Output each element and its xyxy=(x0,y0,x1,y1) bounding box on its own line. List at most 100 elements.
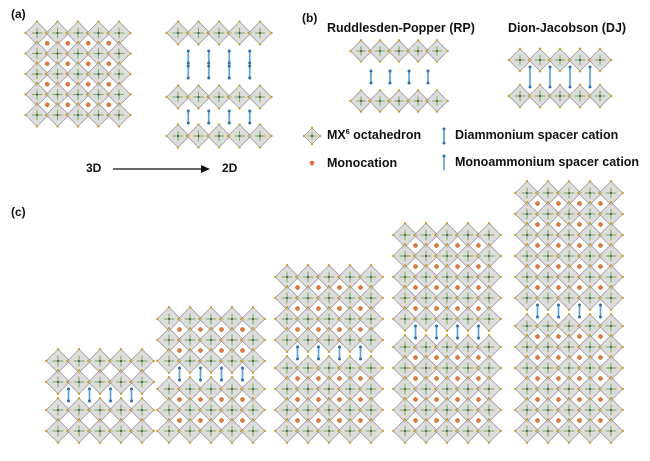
monocation-dot xyxy=(476,243,481,248)
monocation-dot xyxy=(577,222,582,227)
perovskite-3d-lattice xyxy=(24,20,132,128)
monocation-dot xyxy=(413,264,418,269)
monocation-dot xyxy=(337,418,342,423)
monocation-dot xyxy=(358,285,363,290)
monocation-dot xyxy=(434,418,439,423)
monocation-dot xyxy=(455,264,460,269)
monocation-dot xyxy=(85,102,91,108)
monocation-dot xyxy=(413,355,418,360)
monocation-dot xyxy=(476,376,481,381)
monocation-dot xyxy=(65,61,71,67)
monocation-dot xyxy=(434,306,439,311)
monocation-dot xyxy=(455,355,460,360)
monocation-dot xyxy=(240,397,245,402)
monocation-dot xyxy=(85,61,91,67)
monocation-dot xyxy=(476,264,481,269)
monocation-dot xyxy=(434,243,439,248)
monocation-dot xyxy=(598,418,603,423)
monocation-dot xyxy=(85,81,91,87)
rp-title: Ruddlesden-Popper (RP) xyxy=(327,21,475,35)
monocation-dot xyxy=(413,243,418,248)
monocation-dot xyxy=(177,348,182,353)
monocation-dot xyxy=(535,201,540,206)
monocation-dot xyxy=(358,397,363,402)
panel-label-a: (a) xyxy=(11,7,26,21)
monocation-dot xyxy=(219,418,224,423)
rp-structure xyxy=(349,39,449,113)
perovskite-2d-lattice xyxy=(165,20,273,149)
monocation-dot xyxy=(413,376,418,381)
monocation-dot xyxy=(44,81,50,87)
panel-c-structure-4 xyxy=(392,222,502,444)
panel-c-structure-5 xyxy=(514,180,624,444)
monocation-dot xyxy=(309,160,315,166)
monocation-dot xyxy=(240,418,245,423)
monocation-dot xyxy=(598,397,603,402)
monocation-dot xyxy=(577,376,582,381)
monocation-dot xyxy=(198,327,203,332)
monocation-dot xyxy=(577,397,582,402)
monocation-dot xyxy=(556,264,561,269)
monocation-dot xyxy=(598,243,603,248)
monocation-dot xyxy=(44,40,50,46)
monocation-dot xyxy=(240,327,245,332)
monocation-dot xyxy=(65,102,71,108)
monocation-dot xyxy=(535,397,540,402)
monocation-dot xyxy=(44,61,50,67)
monocation-dot xyxy=(556,376,561,381)
monocation-dot xyxy=(316,285,321,290)
monocation-dot xyxy=(476,306,481,311)
monocation-dot xyxy=(535,285,540,290)
legend-monoammonium-label: Monoammonium spacer cation xyxy=(455,155,640,169)
monocation-dot xyxy=(198,418,203,423)
monocation-dot xyxy=(219,397,224,402)
monocation-dot xyxy=(434,355,439,360)
monocation-dot xyxy=(577,243,582,248)
monocation-dot xyxy=(455,285,460,290)
label-3d: 3D xyxy=(86,161,102,175)
monocation-dot xyxy=(337,397,342,402)
monocation-dot xyxy=(455,306,460,311)
monocation-dot xyxy=(106,102,112,108)
legend-diammonium-symbol xyxy=(442,127,446,145)
legend-monocation-symbol xyxy=(309,160,315,166)
panel-c-structure-2 xyxy=(156,306,266,444)
monocation-dot xyxy=(413,418,418,423)
monocation-dot xyxy=(535,418,540,423)
monocation-dot xyxy=(476,285,481,290)
monocation-dot xyxy=(337,306,342,311)
monocation-dot xyxy=(598,264,603,269)
monocation-dot xyxy=(240,348,245,353)
label-2d: 2D xyxy=(222,161,238,175)
monocation-dot xyxy=(556,201,561,206)
monocation-dot xyxy=(316,376,321,381)
panel-c-structure-3 xyxy=(274,264,384,444)
monocation-dot xyxy=(106,40,112,46)
monocation-dot xyxy=(177,397,182,402)
monocation-dot xyxy=(358,418,363,423)
monocation-dot xyxy=(219,327,224,332)
monocation-dot xyxy=(85,40,91,46)
monocation-dot xyxy=(556,285,561,290)
transition-arrow xyxy=(113,165,210,173)
monocation-dot xyxy=(316,306,321,311)
monocation-dot xyxy=(476,397,481,402)
monocation-dot xyxy=(598,376,603,381)
legend-diammonium-label: Diammonium spacer cation xyxy=(455,128,619,142)
monocation-dot xyxy=(295,306,300,311)
monocation-dot xyxy=(577,285,582,290)
monocation-dot xyxy=(44,102,50,108)
monocation-dot xyxy=(337,285,342,290)
panel-label-b: (b) xyxy=(302,11,318,25)
monocation-dot xyxy=(535,334,540,339)
monocation-dot xyxy=(455,376,460,381)
monocation-dot xyxy=(598,201,603,206)
monocation-dot xyxy=(434,397,439,402)
monocation-dot xyxy=(198,348,203,353)
monocation-dot xyxy=(556,243,561,248)
legend-monocation-label: Monocation xyxy=(327,156,398,170)
monocation-dot xyxy=(535,264,540,269)
monocation-dot xyxy=(413,397,418,402)
monocation-dot xyxy=(337,327,342,332)
